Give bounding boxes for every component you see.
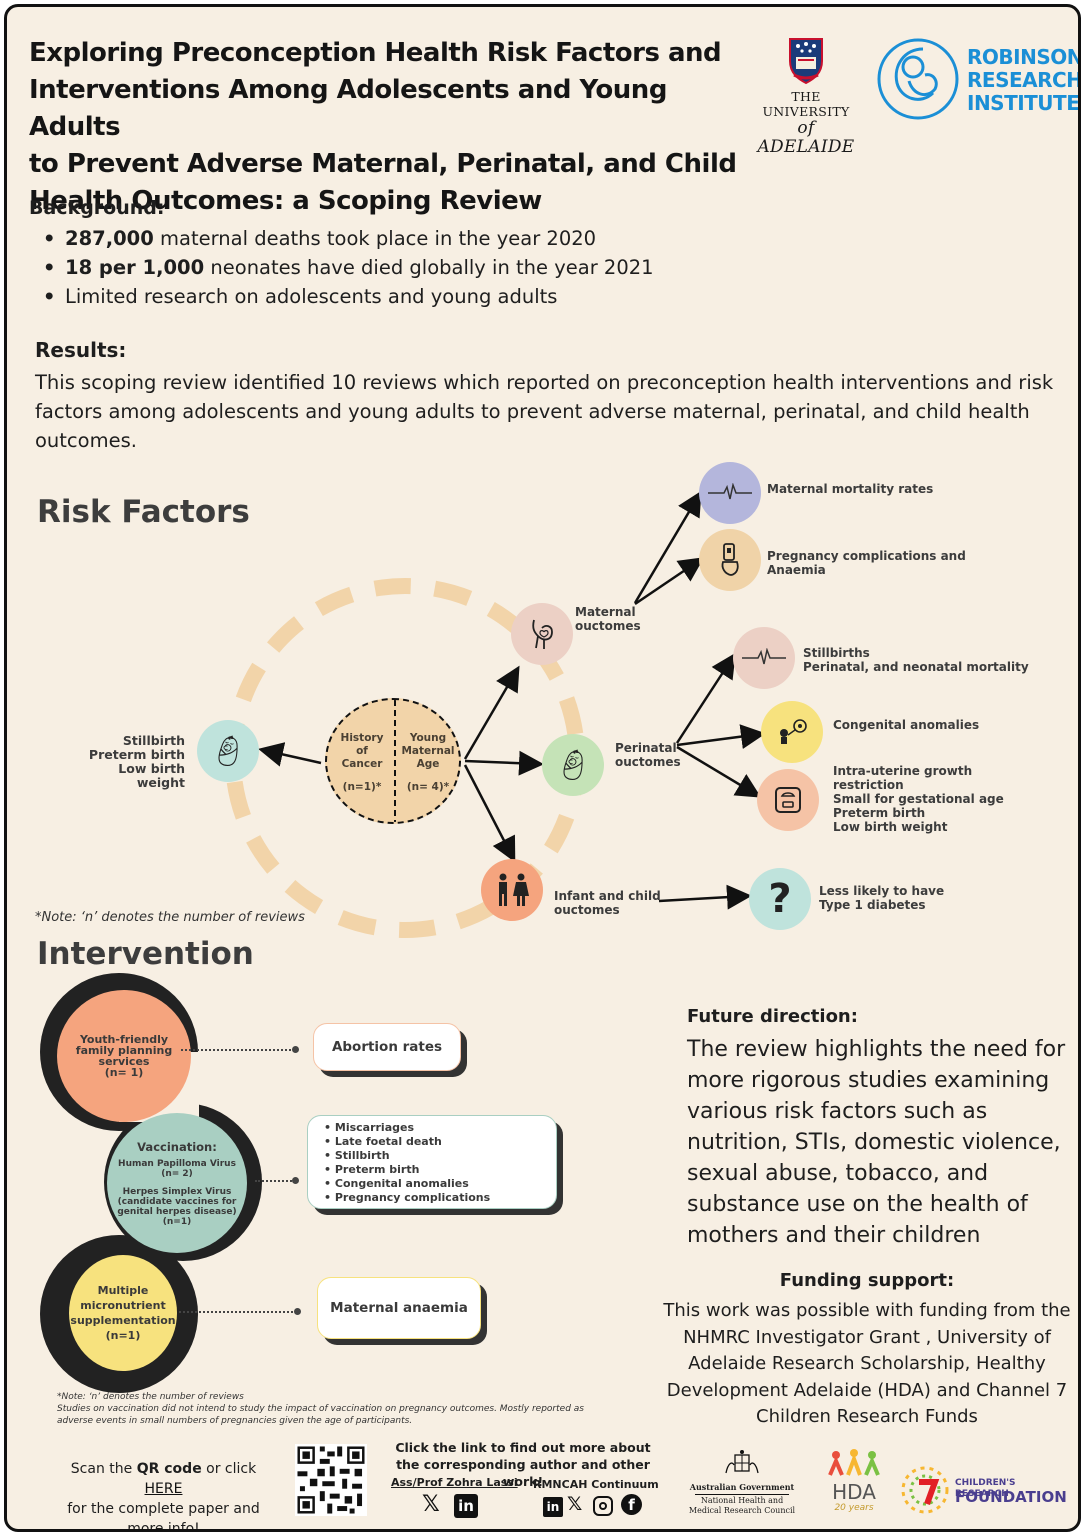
poster-title: Exploring Preconception Health Risk Fact… [29,38,737,216]
qr-code-icon[interactable] [295,1444,367,1516]
list-item: Preterm birth [324,1163,556,1177]
crest-icon [789,38,823,85]
poster: Exploring Preconception Health Risk Fact… [4,4,1081,1532]
x-twitter-icon[interactable]: 𝕏 [567,1493,583,1515]
instagram-icon[interactable] [593,1496,613,1516]
heartbeat-icon [699,462,761,524]
abortion-rates-box: Abortion rates [313,1023,461,1071]
pregnant-woman-icon [511,603,573,665]
vaccination-outcomes-box: Miscarriages Late foetal death Stillbirt… [307,1115,557,1209]
people-icon [828,1449,880,1476]
children-icon [481,859,543,921]
intervention-heading: Intervention [37,936,254,972]
funding-heading: Funding support: [779,1270,955,1291]
intervention-note: *Note: ‘n’ denotes the number of reviews… [57,1392,584,1426]
click-more-text: Click the link to find out more about th… [395,1440,651,1489]
rmncah-label: RMNCAH Continuum [533,1478,659,1491]
future-direction-heading: Future direction: [687,1006,858,1027]
university-of-adelaide-logo: THE UNIVERSITY of ADELAIDE [747,37,865,157]
list-item: Pregnancy complications [324,1191,556,1205]
infant-child-outcomes-label: Infant and child ouctomes [554,889,661,917]
heartbeat-icon [733,627,795,689]
linkedin-icon[interactable]: in [543,1497,563,1517]
future-direction-text: The review highlights the need for more … [687,1037,1066,1248]
maternal-mortality-label: Maternal mortality rates [767,482,934,496]
star-burst-icon [901,1466,949,1514]
author-link[interactable]: Ass/Prof Zohra Lassi [391,1476,518,1489]
linkedin-icon[interactable]: in [454,1494,478,1518]
youth-family-planning-circle: Youth-friendly family planning services … [57,990,191,1122]
hda-logo: HDA 20 years [819,1449,889,1524]
vaccination-circle: Vaccination: Human Papilloma Virus (n= 2… [107,1113,247,1253]
risk-factors-heading: Risk Factors [37,494,250,530]
funding-text: This work was possible with funding from… [663,1300,1071,1427]
infant-icon: 👶︎ [542,734,604,796]
results-text: This scoping review identified 10 review… [35,371,1054,452]
nhmrc-logo: Australian Government National Health an… [687,1449,797,1516]
micronutrient-circle: Multiple micronutrient supplementation (… [69,1255,177,1371]
list-item: Limited research on adolescents and youn… [43,282,654,311]
list-item: Late foetal death [324,1135,556,1149]
scale-icon [757,769,819,831]
growth-restriction-label: Intra-uterine growth restriction Small f… [833,764,1004,834]
perinatal-outcomes-label: Perinatal ouctomes [615,741,681,769]
pregnancy-complications-label: Pregnancy complications and Anaemia [767,549,966,577]
childrens-research-foundation-logo: CHILDREN'S RESEARCH FOUNDATION [897,1462,1067,1522]
x-twitter-icon[interactable]: 𝕏 [422,1492,440,1517]
risk-note: *Note: ‘n’ denotes the number of reviews [35,910,305,925]
robinson-research-institute-logo: ROBINSON RESEARCH INSTITUTE [875,37,1078,121]
fetus-icon [877,38,959,120]
list-item: Congenital anomalies [324,1177,556,1191]
maternal-outcomes-label: Maternal ouctomes [575,605,641,633]
list-item: Miscarriages [324,1121,556,1135]
background-list: 287,000 maternal deaths took place in th… [43,224,654,311]
type1-diabetes-label: Less likely to have Type 1 diabetes [819,884,945,912]
background-heading: Background: [29,197,165,219]
congenital-anomalies-label: Congenital anomalies [833,718,980,732]
maternal-anaemia-box: Maternal anaemia [317,1277,481,1339]
baby-icon: 👶︎ [197,720,259,782]
facebook-icon[interactable]: f [621,1494,642,1515]
history-of-cancer-label: History of Cancer (n=1)* [340,732,384,793]
left-outcomes-label: Stillbirth Preterm birth Low birth weigh… [88,733,185,790]
coat-of-arms-icon [725,1450,759,1474]
question-icon: ? [749,868,811,930]
risk-factor-center-circle: History of Cancer (n=1)* Young Maternal … [325,698,461,824]
results-heading: Results: [35,338,127,362]
list-item: 287,000 maternal deaths took place in th… [43,224,654,253]
young-maternal-age-label: Young Maternal Age (n= 4)* [401,732,455,793]
list-item: Stillbirth [324,1149,556,1163]
scan-qr-text: Scan the QR code or click HERE for the c… [67,1461,260,1532]
stillbirths-label: Stillbirths Perinatal, and neonatal mort… [803,646,1029,674]
here-link[interactable]: HERE [144,1481,183,1497]
pregnancy-test-icon [699,529,761,591]
baby-anomaly-icon [761,701,823,763]
list-item: 18 per 1,000 neonates have died globally… [43,253,654,282]
